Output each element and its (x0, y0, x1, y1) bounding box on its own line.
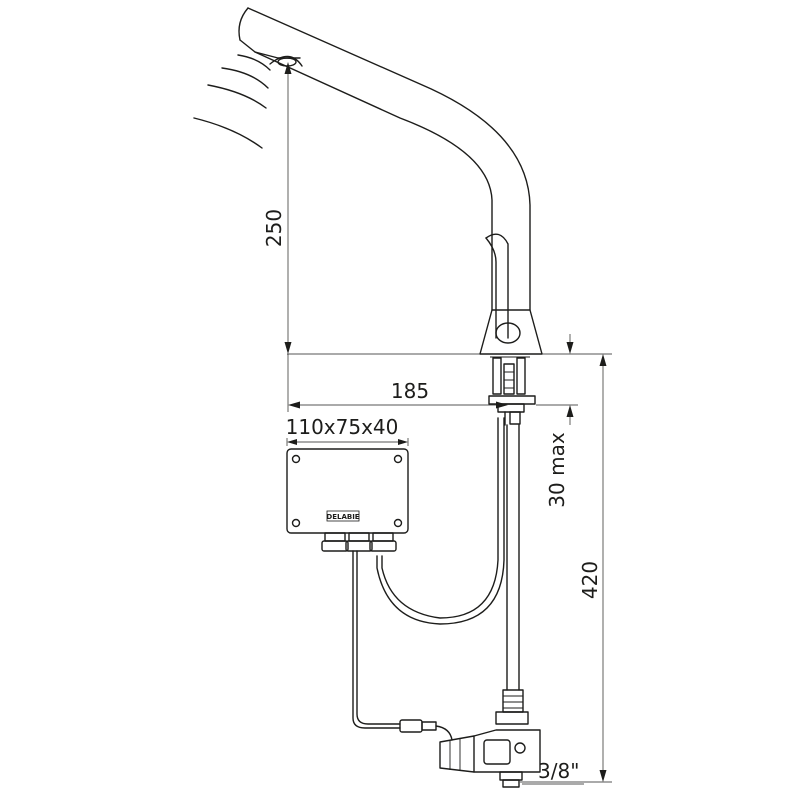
faucet-base (479, 309, 543, 355)
body-lever (485, 233, 509, 339)
dimension-connection: 3/8" (522, 759, 584, 785)
valve-cable (352, 550, 453, 741)
dimension-label-connection: 3/8" (538, 759, 579, 783)
brand-logo: DELABIE (326, 513, 359, 521)
dimension-label-185: 185 (391, 379, 429, 403)
dimension-label-box: 110x75x40 (286, 415, 399, 439)
solenoid-valve (439, 711, 541, 788)
fixing-assembly (488, 356, 536, 426)
sensor-waves-icon (193, 54, 271, 149)
supply-hose (502, 424, 524, 713)
dimension-deck-thickness: 30 max (536, 334, 578, 508)
dimension-length-420: 420 (520, 354, 612, 783)
control-box: DELABIE (286, 448, 409, 534)
dimension-height-250: 250 (262, 62, 292, 354)
dimension-label-250: 250 (262, 209, 286, 247)
dimension-label-30max: 30 max (545, 432, 569, 508)
cable-glands (321, 532, 397, 552)
dimension-label-420: 420 (578, 561, 602, 599)
sensor-cable (376, 417, 505, 625)
faucet-spout (238, 7, 531, 311)
dimension-box-size: 110x75x40 (286, 415, 409, 446)
dimension-reach-185: 185 (287, 354, 508, 412)
